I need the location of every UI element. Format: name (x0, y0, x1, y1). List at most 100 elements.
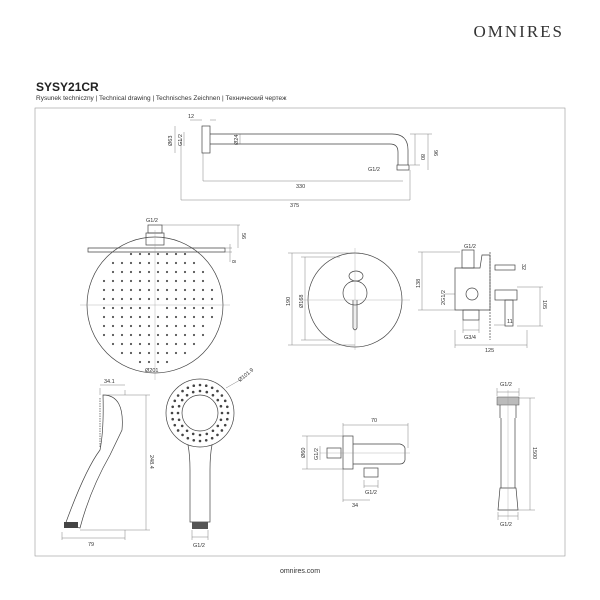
nozzle-dot (186, 386, 190, 390)
nozzle-dot (220, 394, 224, 397)
nozzle-dot (183, 288, 187, 292)
nozzle-dot (192, 342, 196, 346)
nozzle-dot (191, 390, 195, 394)
nozzle-dot (129, 261, 133, 265)
nozzle-dot (111, 297, 115, 301)
nozzle-dot (165, 297, 169, 301)
nozzle-dot (216, 398, 220, 402)
nozzle-dot (111, 333, 115, 337)
nozzle-dot (210, 315, 214, 319)
drawing-frame (34, 107, 566, 557)
nozzle-dot (198, 439, 202, 443)
nozzle-dot (102, 279, 106, 283)
product-code: SYSY21CR (36, 80, 99, 94)
nozzle-dot (192, 279, 196, 283)
nozzle-dot (111, 288, 115, 292)
dim-11: 11 (507, 319, 513, 325)
nozzle-dot (210, 436, 214, 440)
dim-mixer-top: G1/2 (464, 244, 476, 250)
nozzle-dot (111, 315, 115, 319)
nozzle-dot (183, 351, 187, 355)
nozzle-dot (226, 411, 230, 415)
nozzle-dot (183, 333, 187, 337)
nozzle-dot (192, 333, 196, 337)
shower-head-side-drawing: G1/2 56 8 (87, 218, 246, 263)
nozzle-dot (102, 333, 106, 337)
nozzle-dot (129, 342, 133, 346)
nozzle-dot (138, 351, 142, 355)
nozzle-dot (129, 351, 133, 355)
nozzle-dot (147, 279, 151, 283)
nozzle-dot (174, 252, 178, 256)
dim-330: 330 (296, 184, 305, 190)
nozzle-dot (219, 418, 223, 422)
nozzle-dot (102, 288, 106, 292)
nozzle-dot (183, 297, 187, 301)
nozzle-dot (183, 342, 187, 346)
nozzle-dot (147, 315, 151, 319)
nozzle-dot (198, 383, 202, 387)
dim-12: 12 (188, 114, 194, 120)
nozzle-dot (174, 261, 178, 265)
nozzle-dot (156, 351, 160, 355)
nozzle-dot (216, 433, 219, 437)
nozzle-dot (111, 270, 115, 274)
nozzle-dot (192, 270, 196, 274)
nozzle-dot (147, 351, 151, 355)
nozzle-dot (210, 297, 214, 301)
nozzle-dot (138, 297, 142, 301)
nozzle-dot (102, 297, 106, 301)
nozzle-dot (147, 261, 151, 265)
nozzle-dot (174, 324, 178, 328)
nozzle-dot (156, 252, 160, 256)
dim-248-4: 248.4 (148, 455, 154, 469)
dim-d63: Ø63 (168, 136, 174, 146)
nozzle-dot (120, 297, 124, 301)
nozzle-dot (173, 399, 177, 403)
nozzle-dot (120, 315, 124, 319)
shower-head-plan-drawing: Ø201 (80, 230, 230, 380)
nozzle-dot (165, 360, 169, 364)
nozzle-dot (176, 394, 180, 397)
nozzle-dot (129, 252, 133, 256)
nozzle-dot (205, 432, 209, 436)
nozzle-dot (111, 279, 115, 283)
nozzle-dot (165, 279, 169, 283)
dim-arm-outlet: G1/2 (368, 167, 380, 173)
nozzle-dot (129, 297, 133, 301)
nozzle-dot (177, 404, 181, 408)
nozzle-dot (165, 306, 169, 310)
dim-96: 96 (432, 150, 438, 156)
footer-link[interactable]: omnires.com (279, 568, 321, 575)
nozzle-dot (171, 417, 175, 421)
nozzle-dot (210, 288, 214, 292)
nozzle-dot (120, 351, 124, 355)
nozzle-dot (129, 288, 133, 292)
hand-shower-front-drawing: Ø101.9 G1/2 (165, 367, 255, 549)
nozzle-dot (120, 288, 124, 292)
nozzle-dot (138, 324, 142, 328)
nozzle-dot (156, 288, 160, 292)
nozzle-dot (174, 270, 178, 274)
nozzle-dot (201, 315, 205, 319)
dim-arm-thread: G1/2 (178, 134, 184, 146)
nozzle-dot (138, 315, 142, 319)
nozzle-dot (181, 433, 184, 437)
nozzle-dot (201, 270, 205, 274)
nozzle-dot (183, 279, 187, 283)
dim-g34: G3/4 (464, 335, 476, 341)
nozzle-dot (201, 288, 205, 292)
nozzle-dot (186, 436, 190, 440)
mixer-side-drawing: G1/2 138 2G1/2 G3/4 32 105 11 125 (416, 244, 547, 354)
nozzle-dot (156, 324, 160, 328)
dim-32: 32 (520, 264, 526, 270)
nozzle-dot (174, 306, 178, 310)
nozzle-dot (192, 297, 196, 301)
nozzle-dot (183, 252, 187, 256)
nozzle-dot (201, 297, 205, 301)
nozzle-dot (223, 423, 227, 427)
nozzle-dot (210, 306, 214, 310)
nozzle-dot (204, 384, 208, 388)
nozzle-dot (216, 389, 219, 393)
nozzle-dot (216, 424, 220, 428)
